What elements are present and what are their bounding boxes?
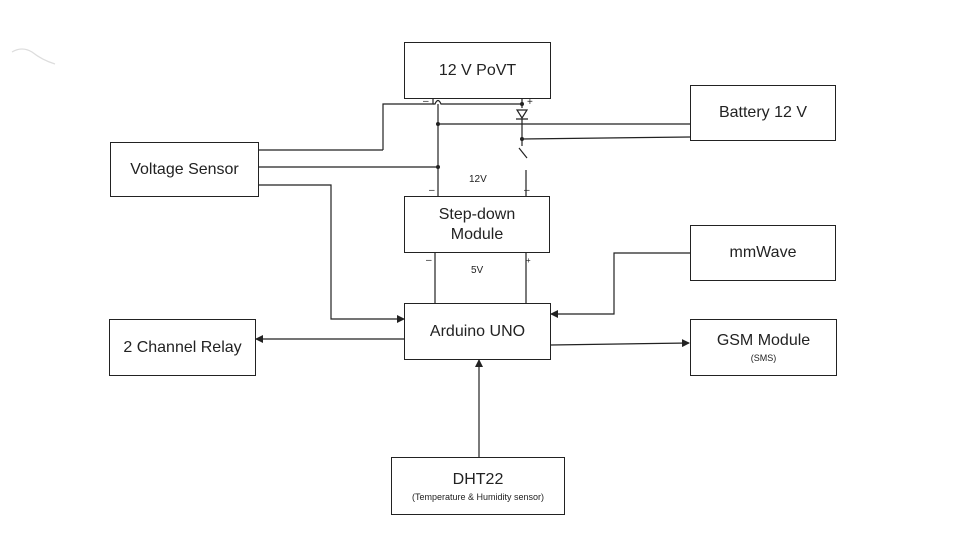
voltage-sensor-block: Voltage Sensor [110,142,259,197]
mmwave-label: mmWave [729,244,797,261]
switch-icon [518,147,528,159]
gsm-block: GSM Module (SMS) [690,319,837,376]
battery-block: Battery 12 V [690,85,836,141]
stepdown-block: Step-down Module [404,196,550,253]
battery-wire-2 [521,136,691,140]
arduino-to-gsm [550,339,690,348]
stepdown-out-plus-sign: + [526,256,531,265]
povt-negative-wire [382,99,434,150]
wire-crossover [433,99,522,105]
relay-block: 2 Channel Relay [109,319,256,376]
label-12v: 12V [469,174,487,185]
gsm-sublabel: (SMS) [750,353,777,363]
povt-minus-sign: – [423,96,429,107]
mmwave-to-arduino [550,252,690,318]
povt-plus-sign: + [527,97,533,108]
junction-dot [520,137,524,141]
corner-mark [11,48,56,65]
mmwave-block: mmWave [690,225,836,281]
povt-block: 12 V PoVT [404,42,551,99]
voltage-sensor-label: Voltage Sensor [130,160,239,178]
povt-label: 12 V PoVT [438,61,517,79]
arduino-label: Arduino UNO [429,322,526,340]
label-5v: 5V [471,265,484,276]
diode-icon [515,109,529,120]
stepdown-in-minus-sign: – [429,185,435,196]
stepdown-label-line2: Module [450,225,504,243]
junction-dot [436,165,440,169]
stepdown-out-minus-sign: – [426,255,432,266]
dht-block: DHT22 (Temperature & Humidity sensor) [391,457,565,515]
junction-dot [436,122,440,126]
stepdown-label-line1: Step-down [438,205,516,223]
dht-sublabel: (Temperature & Humidity sensor) [411,491,545,502]
arduino-block: Arduino UNO [404,303,551,360]
battery-label: Battery 12 V [718,104,808,121]
voltage-sensor-to-arduino [259,184,405,323]
gsm-label: GSM Module [716,332,811,349]
junction-dot [520,102,524,106]
stepdown-in-plus-sign: – [524,185,530,196]
dht-label: DHT22 [452,470,504,488]
relay-label: 2 Channel Relay [123,338,242,356]
